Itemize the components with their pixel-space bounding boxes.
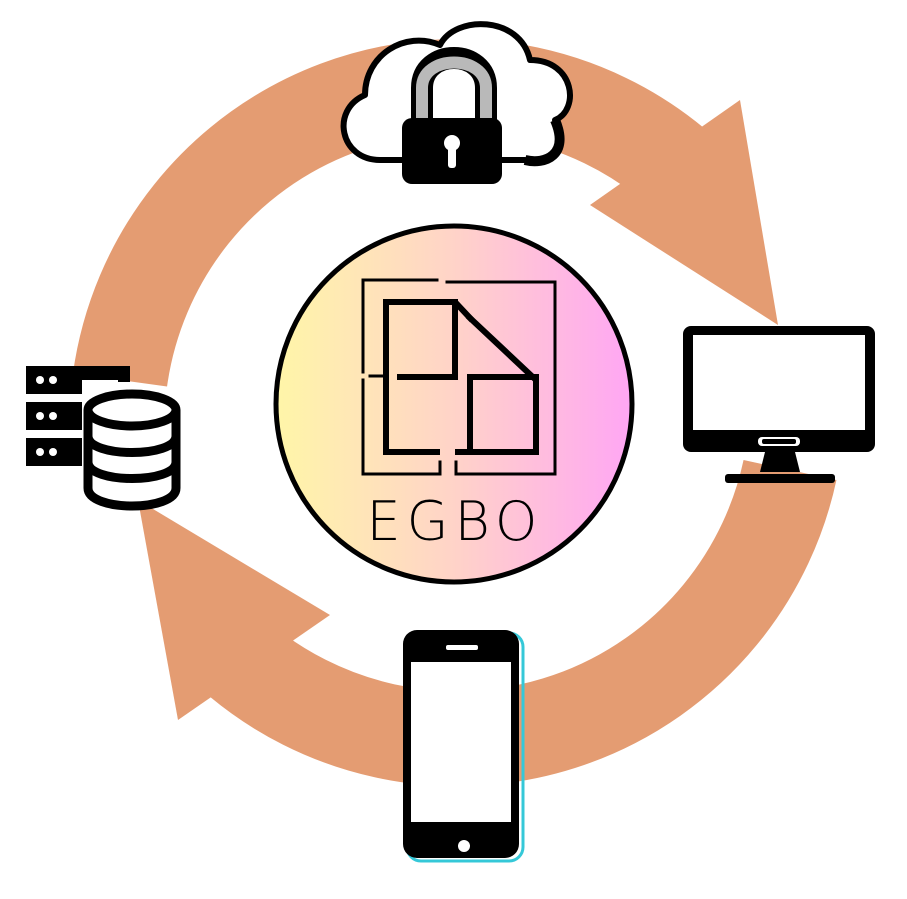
logo-text: EGBO — [367, 490, 544, 553]
cloud-lock-icon — [340, 21, 573, 184]
floor-plan-icon — [361, 278, 557, 476]
arrow-upper-head — [590, 100, 778, 325]
logo-circle — [273, 223, 635, 585]
arrow-lower — [209, 459, 837, 787]
arrow-upper — [72, 38, 712, 387]
phone-screen — [411, 662, 511, 822]
cycle-arrows — [72, 38, 837, 787]
arrow-lower-head — [138, 500, 330, 720]
server-database-icon — [26, 366, 181, 511]
smartphone-icon — [403, 630, 525, 863]
monitor-stand — [760, 452, 800, 472]
cloud-shadow — [523, 118, 565, 167]
database-cylinder — [83, 389, 181, 511]
monitor-icon — [683, 326, 875, 483]
monitor-screen — [693, 335, 865, 430]
egbo-logo: EGBO — [273, 223, 635, 585]
